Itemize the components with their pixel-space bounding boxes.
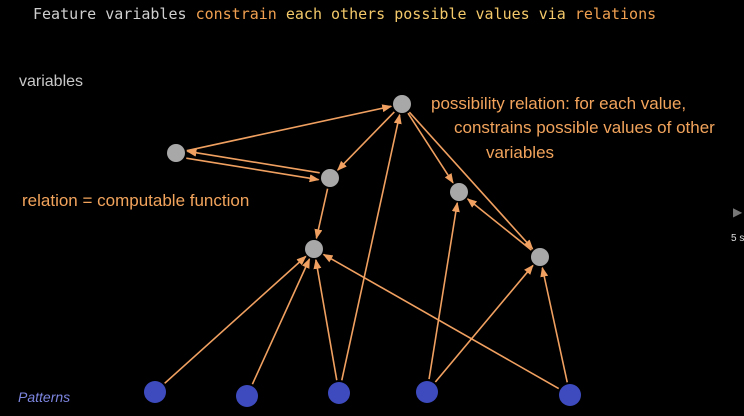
edge-p3-to-v-top	[340, 113, 402, 381]
title-part-1: Feature variables	[33, 5, 196, 23]
edge-v-mid-to-v-left	[186, 148, 320, 174]
pattern-node-p2	[236, 385, 258, 407]
variable-node-v-right-b	[531, 248, 549, 266]
nodes-layer	[144, 95, 581, 407]
possibility-annotation-line-1: possibility relation: for each value,	[431, 94, 687, 113]
pattern-node-p1	[144, 381, 166, 403]
edge-duration-text: 5 s	[731, 233, 744, 244]
play-icon[interactable]: ▶	[733, 205, 743, 219]
edge-p1-to-v-center	[164, 255, 307, 384]
variable-node-v-left	[167, 144, 185, 162]
edge-p2-to-v-center	[251, 258, 311, 385]
edges-layer	[164, 104, 569, 390]
edge-p5-to-v-right-b	[540, 266, 569, 383]
edge-p4-to-v-right-b	[434, 264, 534, 383]
edge-v-top-to-v-right-b	[408, 111, 534, 250]
title-part-3: each others possible values via	[276, 5, 575, 23]
relation-annotation: relation = computable function	[22, 191, 250, 210]
edge-p3-to-v-center	[313, 258, 338, 381]
edge-p4-to-v-right-a	[428, 201, 460, 380]
edge-v-left-to-v-top	[186, 104, 393, 152]
edge-v-top-to-v-mid	[336, 111, 395, 171]
patterns-label: Patterns	[18, 389, 71, 405]
variable-node-v-center	[305, 240, 323, 258]
edge-p5-to-v-center	[322, 253, 560, 390]
title-part-2: constrain	[195, 5, 277, 23]
pattern-node-p5	[559, 384, 581, 406]
pattern-node-p3	[328, 382, 350, 404]
edge-v-top-to-v-right-a	[407, 112, 454, 184]
variable-node-v-right-a	[450, 183, 468, 201]
title-part-4: relations	[574, 5, 657, 23]
possibility-annotation-line-3: variables	[486, 143, 555, 162]
variable-node-v-mid	[321, 169, 339, 187]
edge-v-right-b-to-v-right-a	[466, 198, 532, 251]
edge-v-mid-to-v-center	[314, 188, 329, 240]
edge-v-left-to-v-mid	[186, 157, 320, 183]
slide-title: Feature variables constrain each others …	[33, 5, 656, 23]
variables-label: variables	[19, 73, 84, 90]
variable-node-v-top	[393, 95, 411, 113]
possibility-annotation-line-2: constrains possible values of other	[454, 118, 715, 137]
pattern-node-p4	[416, 381, 438, 403]
